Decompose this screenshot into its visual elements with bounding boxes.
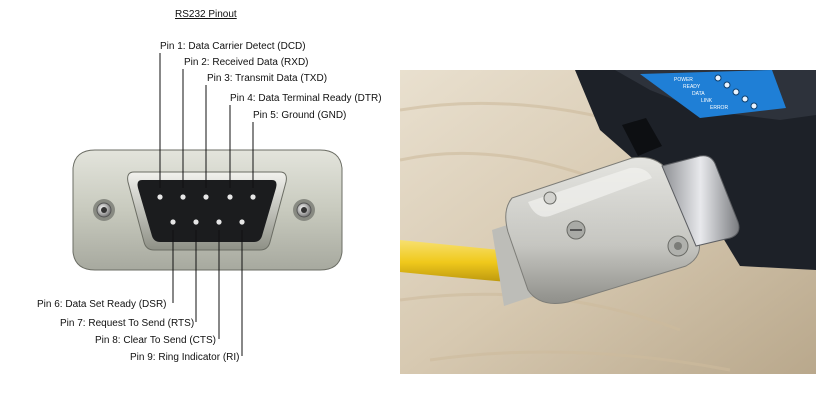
diagram-title: RS232 Pinout [175,9,237,20]
pin-3-label: Pin 3: Transmit Data (TXD) [207,73,327,84]
top-screw-icon [543,191,557,205]
device-port-recess [622,118,662,156]
screw-icon [566,220,586,240]
led-label: DATA [692,91,705,97]
left-screw-icon [93,199,115,221]
pin-9-label: Pin 9: Ring Indicator (RI) [130,352,240,363]
led-icon [750,102,758,110]
pin-5-dot [250,194,256,200]
pin-8-label: Pin 8: Clear To Send (CTS) [95,335,216,346]
rs232-pinout-diagram: RS232 Pinout Pin 1: Data Carrier Detect … [37,9,382,363]
led-label: READY [683,84,701,90]
pin-leader-lines [159,53,254,356]
wood-grain [400,101,731,372]
led-label: LINK [701,98,713,104]
pin-4-dot [227,194,233,200]
plug-metal-shell [661,155,740,247]
pin-8-dot [216,219,222,225]
pin-9-dot [239,219,245,225]
pin-6-dot [170,219,176,225]
led-label: POWER [674,77,693,83]
pin-face [137,180,277,242]
led-icon [723,81,731,89]
pin-6-label: Pin 6: Data Set Ready (DSR) [37,299,167,310]
led-label: ERROR [710,105,728,111]
led-icon [714,74,722,82]
pin-1-dot [157,194,163,200]
pin-2-dot [180,194,186,200]
pin-7-label: Pin 7: Request To Send (RTS) [60,318,194,329]
led-icon [741,95,749,103]
pin-5-label: Pin 5: Ground (GND) [253,110,346,121]
pin-4-label: Pin 4: Data Terminal Ready (DTR) [230,93,382,104]
thumb-screw-icon [667,235,689,257]
led-icon [732,88,740,96]
right-screw-icon [293,199,315,221]
device-panel [640,70,786,118]
plug-hood-highlight [528,167,652,217]
pin-dots [157,194,256,225]
pin-7-dot [193,219,199,225]
pin-3-dot [203,194,209,200]
pin-2-label: Pin 2: Received Data (RXD) [184,57,309,68]
pin-1-label: Pin 1: Data Carrier Detect (DCD) [160,41,306,52]
